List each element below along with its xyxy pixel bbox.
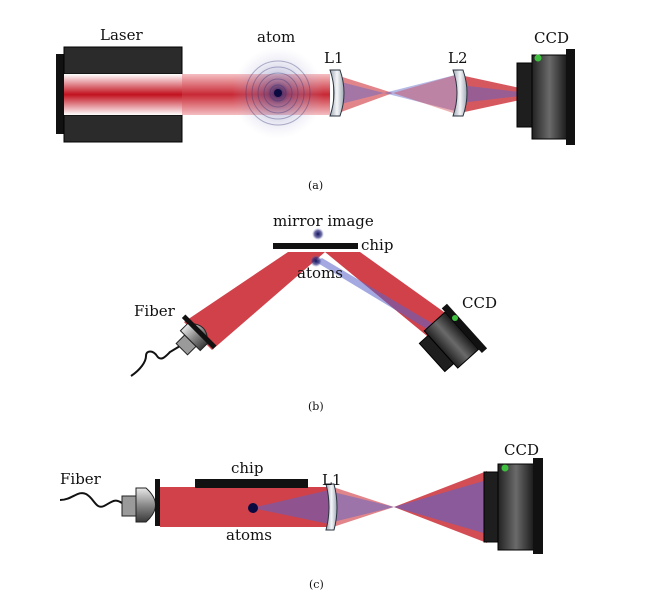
ccd-led-b	[452, 315, 458, 321]
ccd-front-plate-c	[483, 471, 499, 543]
lens-l2	[452, 69, 468, 117]
fiber-cable	[130, 345, 181, 377]
mirror-image-dot	[312, 228, 324, 240]
scatter-beam-blue	[333, 74, 459, 112]
atoms-label-c: atoms	[226, 526, 272, 544]
lens-l1-c	[325, 483, 338, 531]
ccd-led	[534, 54, 542, 62]
panel-b: mirror image chip atoms Fiber CCD (b)	[130, 212, 497, 413]
chip-label-c: chip	[231, 459, 263, 477]
atoms-label-b: atoms	[297, 264, 343, 282]
fiber-ferrule-c	[121, 495, 137, 517]
ccd-label: CCD	[534, 29, 569, 47]
atoms-dot	[310, 255, 322, 267]
ccd-front-plate	[516, 62, 533, 128]
scatter-beam-red	[333, 74, 393, 115]
laser-aperture	[64, 74, 182, 115]
beam-c-blue-diverge	[394, 480, 487, 534]
panel-b-caption: (b)	[308, 400, 324, 413]
ccd-back-c	[533, 458, 543, 554]
panel-a-caption: (a)	[308, 179, 323, 192]
fiber-head-c	[135, 487, 156, 523]
ccd-label-b: CCD	[462, 294, 497, 312]
atom-dot	[274, 89, 282, 97]
beam-to-ccd-blue	[460, 85, 520, 103]
panel-a: Laser atom L1 L2 CCD (a)	[56, 26, 575, 192]
laser-label: Laser	[100, 26, 143, 44]
chip-label-b: chip	[361, 236, 393, 254]
ccd-body-c	[497, 463, 535, 551]
ccd-led-c	[501, 464, 509, 472]
laser-housing-top	[63, 46, 183, 75]
chip-c	[195, 479, 308, 488]
ccd-back	[566, 49, 575, 145]
lens-l1-label: L1	[324, 49, 344, 67]
lens-l1	[329, 69, 345, 117]
laser-housing-bottom	[63, 114, 183, 143]
fiber-label-b: Fiber	[134, 302, 176, 320]
mirror-image-label: mirror image	[273, 212, 374, 230]
ccd-body	[531, 54, 568, 140]
beam-c-blue-converge	[333, 492, 394, 522]
atom-label: atom	[257, 28, 295, 46]
reflected-beam-blue	[316, 258, 450, 340]
atoms-dot-c	[248, 503, 258, 513]
fiber-coupler	[175, 314, 217, 356]
panel-c: Fiber chip L1 atoms CCD (c)	[59, 441, 543, 591]
atom-rings	[245, 60, 311, 126]
scatter-beam-red-2	[393, 74, 459, 115]
panel-c-caption: (c)	[309, 578, 324, 591]
lens-l2-label: L2	[448, 49, 468, 67]
laser-back-plate	[56, 54, 66, 134]
fiber-cable-c	[59, 492, 123, 508]
fiber-plate-c	[155, 479, 160, 526]
incident-beam	[184, 252, 325, 350]
lens-l1-label-c: L1	[322, 471, 342, 489]
ccd-label-c: CCD	[504, 441, 539, 459]
beam-c-blue-cone	[252, 490, 329, 524]
fiber-label-c: Fiber	[60, 470, 102, 488]
chip-surface	[273, 243, 358, 249]
